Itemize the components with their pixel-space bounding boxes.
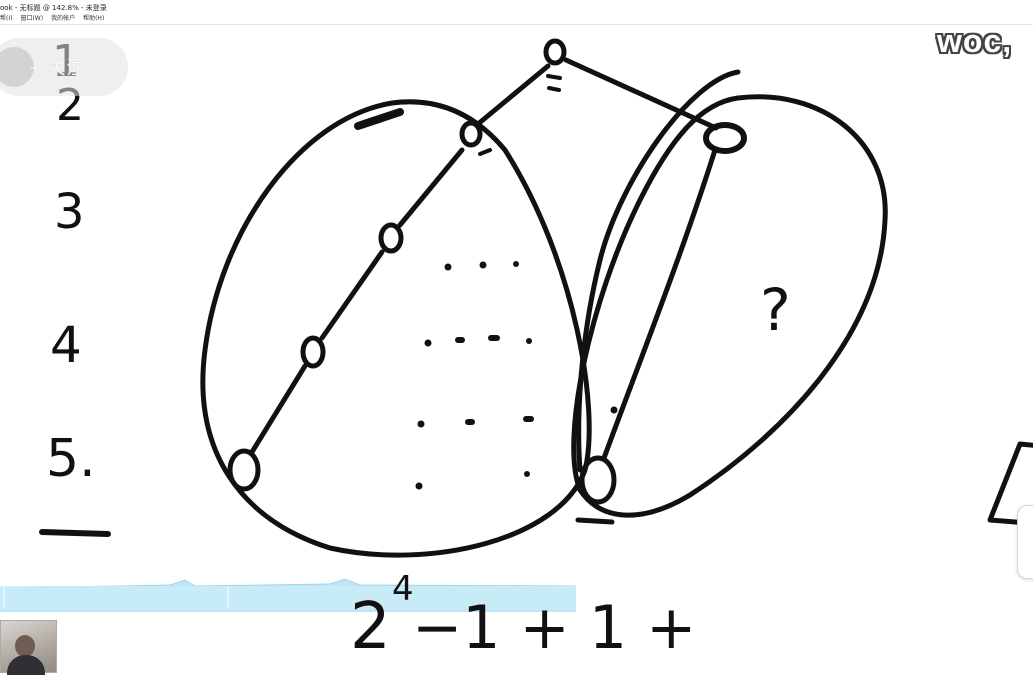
title-bar: ook - 无标题 @ 142.8% - 未登录 帮(I) 窗口(W) 我的帐户… — [0, 0, 1033, 25]
presenter-head — [15, 635, 35, 657]
menu-item-my-account[interactable]: 我的帐户 — [51, 15, 76, 22]
unknown-subtree-question-mark: ? — [760, 276, 791, 344]
right-chain-dot — [610, 406, 618, 414]
right-node-level-5 — [579, 455, 617, 505]
root-node-mark — [546, 74, 562, 92]
left-subtree-top-mark — [354, 108, 404, 130]
menu-item-window[interactable]: 窗口(W) — [20, 15, 44, 22]
formula-base: 2 — [350, 590, 391, 664]
webcam-thumbnail — [0, 620, 57, 675]
right-chain-edge — [601, 147, 718, 461]
right-node-bottom-mark — [575, 517, 615, 525]
menu-item-help-partial[interactable]: 帮(I) — [0, 15, 13, 22]
right-node-level-2 — [703, 122, 747, 154]
left-node-level-2-mark — [478, 148, 492, 156]
menu-bar: 帮(I) 窗口(W) 我的帐户 帮助(H) — [0, 13, 104, 22]
left-node-level-3 — [378, 222, 404, 254]
right-subtree-extra-stroke — [576, 69, 741, 473]
root-node — [543, 38, 567, 66]
presenter-body — [7, 655, 45, 675]
right-subtree-outline — [571, 94, 888, 518]
left-node-level-2 — [459, 120, 483, 148]
formula-area: 2 4 −1 + 1 + ? — [350, 570, 700, 664]
follow-button[interactable]: + 关注 — [0, 38, 128, 96]
formula-exponent: 4 — [392, 570, 414, 609]
follow-label: + 关注 — [30, 58, 86, 78]
left-chain-edges — [249, 147, 465, 455]
edge-root-left — [475, 63, 551, 127]
level-label-4: 4 — [50, 316, 82, 374]
omitted-nodes-dots — [415, 261, 534, 490]
left-subtree-outline — [200, 99, 592, 558]
audio-waveform[interactable] — [0, 578, 580, 614]
danmaku-comment: woc, — [937, 23, 1013, 59]
formula-rest: −1 + 1 + ? — [412, 593, 700, 663]
partial-box-stroke — [987, 441, 1033, 526]
level-label-5: 5. — [46, 429, 96, 489]
window-title: ook - 无标题 @ 142.8% - 未登录 — [0, 4, 107, 12]
left-node-level-5 — [227, 448, 261, 492]
avatar — [0, 47, 34, 87]
menu-item-help[interactable]: 帮助(H) — [83, 15, 105, 22]
side-floating-panel[interactable] — [1017, 505, 1033, 579]
level-label-3: 3 — [54, 184, 85, 240]
left-node-level-4 — [300, 335, 326, 369]
underline-stroke — [39, 529, 111, 537]
edge-root-right — [563, 57, 719, 131]
